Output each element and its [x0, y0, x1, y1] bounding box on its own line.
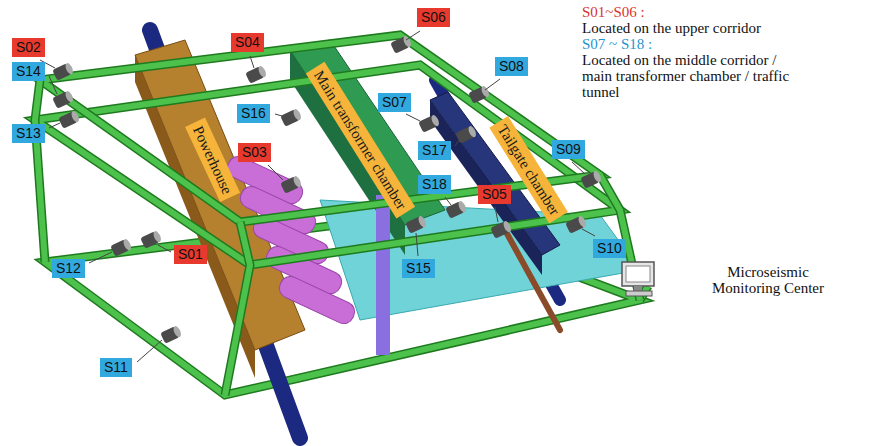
sensor-tag: S07	[378, 93, 411, 112]
monitoring-center-label: Microseismic Monitoring Center	[698, 264, 838, 296]
sensor-tag: S01	[174, 245, 207, 264]
shaft	[376, 195, 390, 355]
sensor-tag: S04	[231, 33, 264, 52]
sensor-id: S05	[482, 186, 507, 202]
legend-note: Located on the middle corridor / main tr…	[582, 52, 790, 100]
sensor-id: S13	[16, 125, 41, 141]
sensor-tag: S11	[100, 358, 132, 377]
sensor-id: S09	[556, 141, 581, 157]
sensor-tag: S06	[417, 8, 450, 27]
sensor-tag: S05	[478, 185, 511, 204]
sensor-id: S04	[235, 34, 260, 50]
sensor-id: S12	[56, 260, 81, 276]
legend-note-text: Located on the upper corridor	[582, 20, 761, 36]
sensor-tag: S03	[238, 143, 271, 162]
legend-note: S01~S06 :	[582, 4, 645, 20]
computer-icon	[622, 262, 654, 296]
sensor-id: S06	[421, 9, 446, 25]
sensor-id: S15	[406, 260, 431, 276]
legend-note: Located on the upper corridor	[582, 20, 761, 36]
rod	[505, 230, 560, 330]
sensor-id: S07	[382, 94, 407, 110]
sensor-id: S14	[16, 63, 41, 79]
sensor-tag: S13	[12, 124, 45, 143]
sensor-id: S02	[16, 39, 41, 55]
sensor-tag: S09	[552, 140, 585, 159]
legend-note-text: Located on the middle corridor / main tr…	[582, 52, 789, 100]
legend-note: S07 ~ S18 :	[582, 36, 652, 52]
sensor-id: S01	[178, 246, 203, 262]
sensor-id: S18	[422, 176, 447, 192]
legend-note-text: S07 ~ S18 :	[582, 36, 652, 52]
legend-note-text: S01~S06 :	[582, 4, 645, 20]
sensor-tag: S14	[12, 62, 45, 81]
sensor-id: S10	[597, 240, 622, 256]
sensor-id: S03	[242, 144, 267, 160]
sensor-tag: S02	[12, 38, 45, 57]
geophones	[52, 35, 602, 344]
sensor-id: S16	[241, 105, 266, 121]
monitoring-center-label-text: Microseismic Monitoring Center	[712, 264, 824, 296]
sensor-tag: S15	[402, 259, 435, 278]
sensor-id: S17	[422, 142, 447, 158]
corridors	[35, 35, 640, 395]
sensor-tag: S10	[593, 239, 626, 258]
sensor-tag: S12	[52, 259, 85, 278]
sensor-id: S08	[499, 58, 524, 74]
sensor-tag: S17	[418, 141, 451, 160]
leader-lines	[40, 31, 595, 362]
sensor-tag: S08	[495, 57, 528, 76]
sensor-tag: S16	[237, 104, 270, 123]
sensor-tag: S18	[418, 175, 451, 194]
sensor-id: S11	[104, 359, 128, 375]
